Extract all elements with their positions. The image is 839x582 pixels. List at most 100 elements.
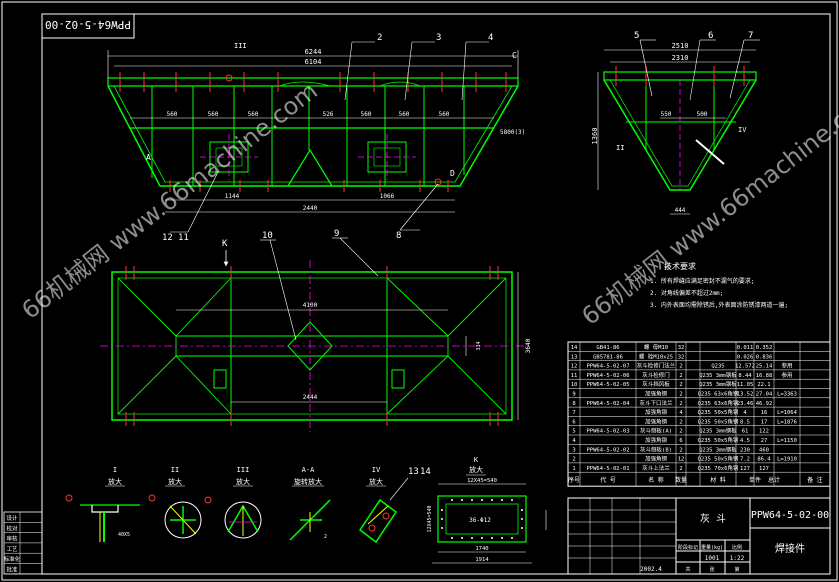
callout-7: 7 (748, 31, 753, 41)
bom-header: 总计 (768, 476, 780, 484)
title-block-label: 校对 (6, 524, 18, 532)
k-view: K 放大 12X45=540 12X45=540 36-Φ12 1740 191… (427, 456, 547, 564)
bom-cell-total: 86.4 (757, 457, 771, 463)
detail-iv-sub: 放大 (369, 477, 383, 486)
plan-view: 4100 2444 3640 334 (100, 260, 532, 432)
bom-cell-no: 5 (572, 429, 575, 435)
detail-i-label: I (113, 466, 117, 474)
bom-cell-total: 27.04 (756, 392, 773, 398)
bom-cell-no: 14 (571, 345, 578, 351)
bom-cell-total: 46.92 (756, 401, 773, 407)
footer-stage: 阶段标记 (678, 544, 698, 551)
bom-cell-no: 13 (571, 354, 578, 360)
k-view-sub: 放大 (469, 465, 483, 474)
bom-cell-total: 122 (759, 429, 769, 435)
bom-cell-unit: 127 (740, 466, 750, 472)
bom-cell-mat: Q235 63x6角钢 (698, 399, 739, 407)
bom-cell-no: 8 (572, 401, 575, 407)
bom-cell-note: L=1910 (777, 457, 797, 463)
tech-req-title: 技术要求 (664, 261, 696, 271)
bom-cell-no: 12 (571, 364, 578, 370)
title-block-label: 工艺 (6, 546, 18, 553)
title-block: 灰 斗 PPW64-5-02-00 焊接件 阶段标记 重量(kg) 比例 100… (567, 497, 831, 575)
bom-cell-mat: Q235 63x6角钢 (698, 390, 739, 398)
plan-dim-length: 4100 (303, 302, 318, 309)
bom-cell-total: 25.14 (756, 364, 773, 370)
dim-bay-6: 560 (399, 111, 410, 118)
bom-cell-unit: 230 (740, 447, 750, 453)
part-name: 灰 斗 (700, 512, 726, 525)
bom-cell-total: 0.352 (756, 345, 773, 351)
bom-header: 单件 (749, 476, 761, 484)
callout-4: 4 (488, 33, 493, 43)
tech-requirements: 技术要求 1. 所有焊缝应满足密封不漏气的要求; 2. 对角线偏差不超过2mm;… (650, 261, 788, 309)
bom-cell-qty: 6 (679, 438, 682, 444)
view-mark-c: C (512, 51, 517, 60)
detail-views: I 放大 40X5 II 放大 III 放大 (65, 466, 431, 544)
k-view-hole: 36-Φ12 (469, 517, 491, 524)
bom-header: 代 号 (600, 476, 616, 484)
view-mark-iii: III (234, 42, 247, 50)
bom-cell-total: 460 (759, 447, 769, 453)
bom-cell-no: 3 (572, 447, 575, 453)
bom-cell-unit: 23.46 (737, 401, 754, 407)
footer-scale: 比例 (732, 544, 742, 551)
detail-iii-label: III (237, 466, 250, 474)
bom-cell-total: 22.1 (757, 382, 770, 388)
bom-cell-name: 灰斗侧板(A) (640, 427, 672, 435)
side-dim-height: 1360 (591, 128, 599, 145)
dim-slope: 5800(3) (500, 129, 525, 136)
tech-req-line-3: 3. 内外表面均需除锈后,外表面涂防锈漆两道一遍; (650, 301, 788, 309)
bom-cell-unit: 8.5 (740, 419, 750, 425)
bom-cell-code: GB5781-86 (593, 354, 623, 360)
bom-cell-no: 7 (572, 410, 575, 416)
bom-cell-code: PPW64-5-02-03 (586, 429, 629, 435)
bom-cell-unit: 8.44 (738, 373, 752, 379)
bom-cell-no: 11 (571, 373, 578, 379)
bom-cell-code: PPW64-5-02-02 (586, 447, 629, 453)
drawing-number: PPW64-5-02-00 (751, 510, 829, 521)
detail-ii-sub: 放大 (168, 477, 182, 486)
dim-bay-4: 526 (323, 111, 334, 118)
detail-ii-label: II (171, 466, 179, 474)
side-dim-bottom: 444 (675, 207, 686, 214)
bom-cell-note: L=1064 (777, 410, 798, 416)
bom-cell-qty: 2 (679, 466, 682, 472)
callout-3: 3 (436, 33, 441, 43)
bom-cell-unit: 13.52 (737, 392, 754, 398)
bom-cell-qty: 32 (678, 345, 685, 351)
k-view-bot1: 1740 (475, 546, 488, 552)
bom-cell-name: 灰斗检修门法兰 (637, 362, 676, 370)
bom-cell-mat: Q235 70x6角钢 (698, 464, 739, 472)
callout-13: 13 (408, 467, 419, 477)
bom-cell-unit: 4 (743, 410, 747, 416)
bom-cell-name: 螺 栓M10x25 (639, 352, 673, 360)
detail-iii: III 放大 (224, 466, 262, 539)
callout-2: 2 (377, 33, 382, 43)
callout-6: 6 (708, 31, 713, 41)
callouts-front (170, 41, 489, 233)
callout-12: 12 (162, 233, 173, 243)
bom-cell-note: L=1150 (777, 438, 797, 444)
bom-cell-total: 16.88 (756, 373, 773, 379)
detail-a-a: A-A 旋转放大 2 (289, 466, 331, 541)
bom-cell-unit: 4.5 (740, 438, 750, 444)
title-block-label: 批准 (6, 566, 18, 574)
bom-cell-unit: 12.572 (735, 364, 755, 370)
sheet-b: 张 (709, 566, 714, 573)
bom-cell-name: 加强角钢 (645, 455, 668, 463)
sheet-a: 共 (685, 566, 690, 573)
bom-header: 序号 (568, 476, 580, 484)
detail-iv: IV 放大 (358, 466, 409, 544)
view-mark-a: A (146, 153, 151, 162)
bom-cell-total: 127 (759, 466, 769, 472)
callout-9: 9 (334, 229, 339, 239)
view-mark-k: K (222, 239, 228, 249)
tech-req-line-1: 1. 所有焊缝应满足密封不漏气的要求; (650, 277, 754, 285)
dim-bay-5: 560 (361, 111, 372, 118)
plan-dim-inner: 2444 (303, 394, 318, 401)
bom-cell-qty: 2 (679, 392, 682, 398)
